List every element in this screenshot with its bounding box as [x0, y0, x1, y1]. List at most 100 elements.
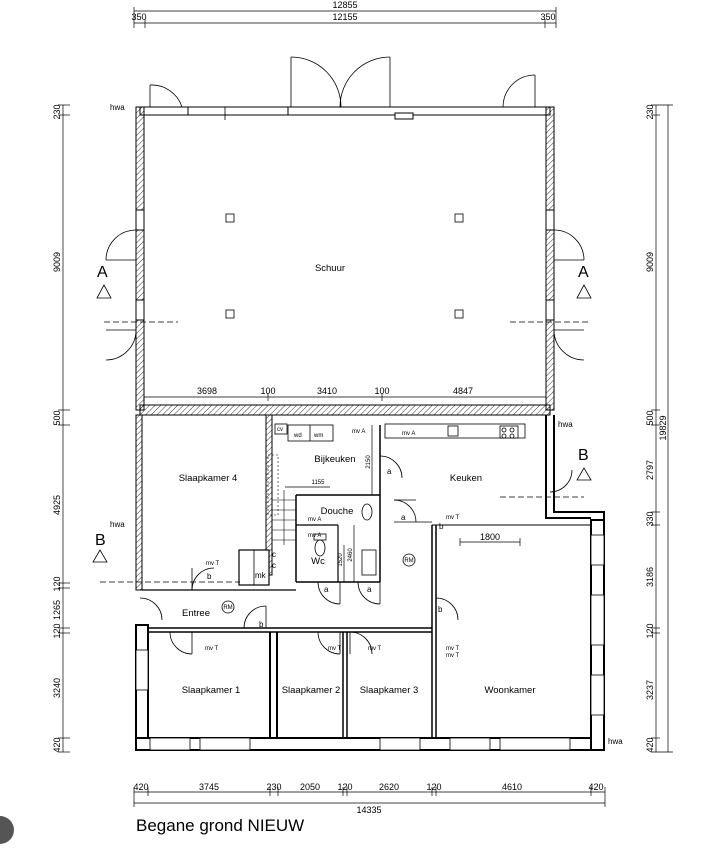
dim-top-right: 350: [540, 12, 555, 22]
dim-inner-2: 100: [260, 386, 275, 396]
bathroom-fixtures: [313, 503, 377, 576]
dim-2150: 2150: [366, 455, 372, 469]
dim-left-8: 3240: [52, 678, 62, 698]
dim-left-7: 120: [52, 623, 62, 638]
dim-left-9: 420: [52, 737, 62, 752]
schuur-side-doors: [105, 229, 585, 361]
schuur-main-door: [149, 56, 536, 120]
mv-a-label-4: mv A: [308, 533, 321, 539]
dim-bottom-3: 230: [266, 782, 281, 792]
mv-t-label-1: mv T: [206, 561, 220, 567]
mv-a-label-1: mv A: [352, 429, 365, 435]
interior-doors: [139, 455, 573, 655]
dim-bottom-8: 4610: [502, 782, 522, 792]
room-woonkamer: Woonkamer: [484, 685, 535, 696]
dim-bottom-6: 2620: [379, 782, 399, 792]
dim-bottom-2: 3745: [199, 782, 219, 792]
room-keuken: Keuken: [450, 473, 482, 484]
dim-right-6: 3186: [645, 567, 655, 587]
dim-right-7: 120: [645, 623, 655, 638]
label-c-2: c: [272, 561, 276, 570]
dim-left-1: 230: [52, 104, 62, 119]
dim-top-total: 12855: [332, 0, 357, 10]
room-douche: Douche: [321, 506, 354, 517]
dim-right-4: 2797: [645, 460, 655, 480]
room-wc: Wc: [311, 556, 325, 567]
label-c-1: c: [272, 550, 276, 559]
door-label-a-1: a: [401, 513, 406, 522]
dim-right-9: 420: [645, 737, 655, 752]
rm-label-1: RM: [404, 558, 413, 564]
section-b-right-label: B: [578, 447, 589, 464]
section-b-markers: [92, 467, 592, 583]
dim-bottom-5: 120: [337, 782, 352, 792]
dim-left-4: 4925: [52, 495, 62, 515]
door-label-b-3: b: [438, 605, 443, 614]
dim-left-6: 1265: [52, 600, 62, 620]
mv-t-label-4: mv T: [328, 646, 342, 652]
hwa-label-2: hwa: [558, 420, 573, 429]
hwa-label-1: hwa: [110, 103, 125, 112]
dim-bottom-9: 420: [588, 782, 603, 792]
mv-t-label-2: mv T: [446, 515, 460, 521]
dim-right-3: 500: [645, 410, 655, 425]
label-cv: cv: [277, 427, 283, 433]
dim-left-2: 9009: [52, 252, 62, 272]
dim-1155: 1155: [312, 480, 326, 486]
dim-inner-5: 4847: [453, 386, 473, 396]
left-dim-texts: 230 9009 500 4925 120 1265 120 3240 420: [52, 104, 62, 752]
rm-detectors: [221, 553, 416, 614]
kitchen-counter: [274, 423, 526, 442]
section-b-left-label: B: [95, 532, 106, 549]
dim-top-left: 350: [131, 12, 146, 22]
door-label-a-4: a: [367, 585, 372, 594]
dim-bottom-total: 14335: [356, 805, 381, 815]
mv-t-label-7: mv T: [446, 653, 460, 659]
door-label-b-2: b: [259, 620, 264, 629]
dim-1520: 1520: [338, 553, 344, 567]
label-mk: mk: [255, 571, 267, 580]
door-label-b-1: b: [207, 572, 212, 581]
bottom-dimensions: [133, 787, 606, 807]
door-label-a-3: a: [324, 585, 329, 594]
bottom-dim-texts: 420 3745 230 2050 120 2620 120 4610 420 …: [133, 782, 603, 815]
door-label-a-2: a: [387, 467, 392, 476]
rm-label-2: RM: [223, 605, 232, 611]
schuur-inner-dim-line: [144, 393, 546, 401]
dim-bottom-7: 120: [426, 782, 441, 792]
dim-inner-3: 3410: [317, 386, 337, 396]
mv-t-label-6: mv T: [446, 646, 460, 652]
room-slaapkamer-1: Slaapkamer 1: [182, 685, 241, 696]
mv-a-label-3: mv A: [308, 517, 321, 523]
schuur-columns: [225, 213, 464, 319]
dim-right-1: 230: [645, 104, 655, 119]
section-a-left-label: A: [97, 264, 108, 281]
hwa-label-3: hwa: [110, 520, 125, 529]
label-wm: wm: [313, 433, 323, 439]
dim-2460: 2460: [348, 548, 354, 562]
room-slaapkamer-3: Slaapkamer 3: [360, 685, 419, 696]
top-dimensions: [133, 7, 557, 28]
right-dimensions: [651, 104, 673, 753]
woonkamer-windows: [135, 534, 605, 751]
room-schuur: Schuur: [315, 263, 345, 274]
drawing-title: Begane grond NIEUW: [136, 816, 305, 835]
schuur-walls: [135, 106, 555, 416]
dim-inner-4: 100: [374, 386, 389, 396]
left-dimensions: [58, 104, 70, 753]
dim-bottom-4: 2050: [300, 782, 320, 792]
room-entree: Entree: [182, 608, 210, 619]
hwa-label-4: hwa: [608, 737, 623, 746]
mv-a-label-2: mv A: [402, 431, 415, 437]
mv-t-label-5: mv T: [368, 646, 382, 652]
room-slaapkamer-4: Slaapkamer 4: [179, 473, 238, 484]
dim-bottom-1: 420: [133, 782, 148, 792]
mv-t-label-3: mv T: [205, 646, 219, 652]
section-a-markers: [96, 284, 592, 323]
dim-right-total: 19829: [658, 415, 668, 440]
dim-right-8: 3237: [645, 680, 655, 700]
room-slaapkamer-2: Slaapkamer 2: [282, 685, 341, 696]
room-bijkeuken: Bijkeuken: [314, 454, 355, 465]
door-label-b-4: b: [439, 522, 444, 531]
